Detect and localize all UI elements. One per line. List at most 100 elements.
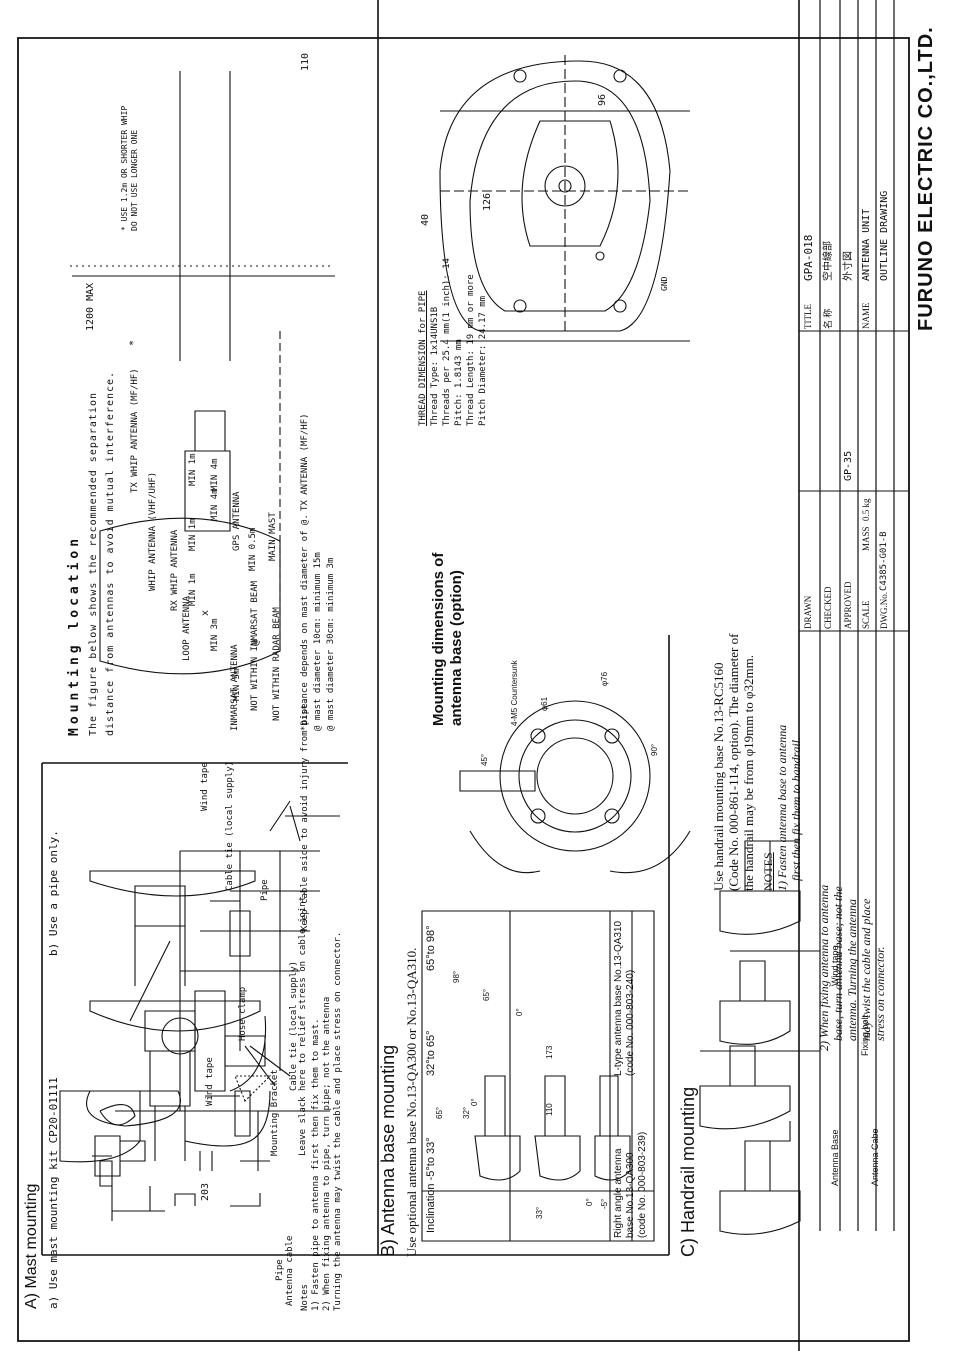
sheet-border: [18, 38, 909, 1341]
base-heading: B) Antenna base mounting: [378, 1044, 398, 1257]
loc-min-4m-a: MIN 4m: [210, 488, 220, 521]
mast-antenna-b: [185, 1091, 270, 1146]
angle-a2: 0°: [585, 1198, 594, 1206]
loc-min-4m-b: MIN 4m: [210, 458, 220, 491]
dims-d76: φ76: [600, 671, 609, 686]
angle-c2: 65°: [482, 988, 491, 1001]
loc-min-1m-b: MIN 1m: [188, 518, 198, 551]
handrail-intro-1: Use handrail mounting base No.13-RC5160: [711, 662, 726, 891]
loc-min-1m-c: MIN 1m: [188, 453, 198, 486]
thread-tpi: Threads per 25.4 mm(1 inch): 14: [442, 258, 452, 426]
handrail-label-wind-tape: Wind tape: [830, 945, 840, 986]
tb-drawn: DRAWN: [803, 595, 813, 629]
loc-min-5m: MIN 5m: [232, 668, 242, 701]
dim-1200: 1200 MAX: [85, 282, 96, 331]
handrail-intro-2: (Code No. 000-861-114, option). The diam…: [726, 633, 741, 891]
base-header-3: 65°to 98°: [425, 925, 437, 972]
loc-rx-whip: RX WHIP ANTENNA: [170, 529, 180, 611]
loc-footnote-3: @ mast diameter 30cm: minimum 3m: [326, 557, 336, 731]
tb-model: GP-35: [843, 450, 854, 481]
angle-b2: 32°: [462, 1106, 471, 1119]
loc-footnote-1: *Distance depends on mast diameter of @.: [300, 514, 310, 731]
angle-c1: 98°: [452, 970, 461, 983]
handrail-note-1: 1) Fasten antenna base to antenna: [775, 724, 789, 891]
tb-mass-label: MASS: [861, 526, 871, 551]
angle-b1: 65°: [435, 1106, 444, 1119]
dims-a90: 90°: [650, 743, 659, 756]
base-plate-drawing: [460, 701, 690, 873]
location-scene: [100, 801, 340, 1125]
mast-notes-title: Notes: [300, 1283, 310, 1311]
handrail-note-7: stress on connector.: [873, 946, 887, 1041]
loc-main-mast: MAIN MAST: [268, 512, 278, 561]
dims-countersunk: 4-M5 Countersunk: [510, 660, 519, 726]
base-header-1: Inclination -5°to 33°: [425, 1137, 437, 1233]
dim-203: 203: [200, 1182, 211, 1201]
dims-heading-1: Mounting dimensions of: [430, 552, 447, 726]
loc-a-mark: @: [250, 639, 261, 646]
outline-whip-note-1: * USE 1.2m OR SHORTER WHIP: [120, 105, 129, 231]
tb-name-label: NAME: [861, 302, 871, 330]
mast-label-bracket: Mounting Bracket: [270, 1069, 280, 1156]
angle-b3: 0°: [470, 1098, 479, 1106]
base-mount-sketches: [475, 1076, 630, 1180]
mast-label-wind-tape: Wind tape: [205, 1057, 215, 1106]
angle-a3: -5°: [600, 1198, 609, 1209]
tb-title: GPA-018: [802, 234, 815, 281]
dim-96: 96: [597, 93, 608, 106]
base-header-2: 32°to 65°: [425, 1030, 437, 1077]
thread-title: THREAD DIMENSION for PIPE: [418, 290, 428, 426]
handrail-label-bolt: Fixing bolt: [860, 1014, 870, 1056]
mast-antenna-a: [60, 1091, 270, 1221]
mast-pipe-only-label: b) Use a pipe only.: [47, 830, 60, 956]
tb-checked: CHECKED: [823, 586, 833, 630]
mast-label-wind-tape-2: Wind tape: [200, 762, 210, 811]
dim-d2: 173: [545, 1045, 554, 1059]
mast-label-hose-clamp: Hose clamp: [238, 986, 248, 1041]
tb-name-jp2: 外寸図: [843, 251, 854, 281]
tb-name: ANTENNA UNIT: [861, 208, 872, 281]
loc-whip-vhf: WHIP ANTENNA (VHF/UHF): [148, 471, 158, 591]
dim-126: 126: [482, 192, 493, 211]
dome-antenna-a: [87, 1091, 181, 1176]
mast-note-2: 2) When fixing antenna to pipe, turn pip…: [322, 996, 332, 1311]
base-intro: Use optional antenna base No.13-QA300 or…: [404, 947, 419, 1257]
tb-name2: OUTLINE DRAWING: [879, 190, 890, 281]
loc-not-radar: NOT WITHIN RADAR BEAM: [272, 607, 282, 721]
mast-label-keep-cable: Keep cable aside to avoid injury from pi…: [300, 698, 310, 931]
location-intro-2: distance from antennas to avoid mutual i…: [105, 370, 116, 736]
loc-min-05m: MIN 0.5m: [248, 527, 258, 571]
loc-footnote-2: @ mast diameter 10cm: minimum 15m: [313, 552, 323, 731]
tb-name-label-jp: 名 称: [823, 308, 833, 329]
mast-note-3: Turning the antenna may twist the cable …: [333, 931, 343, 1311]
base-footer-1-line1: Right angle antenna: [613, 1148, 624, 1238]
mast-kit-label: a) Use mast mounting kit CP20-01111: [47, 1077, 60, 1309]
base-footer-1-line3: (code No. 000-803-239): [637, 1131, 648, 1238]
thread-pitch-diameter: Pitch Diameter: 24.17 mm: [478, 295, 488, 426]
loc-x-mark: x: [200, 609, 211, 616]
handrail-note-2: first then fix them to handrail.: [789, 737, 803, 881]
mast-heading: A) Mast mounting: [23, 1183, 40, 1309]
dim-40: 40: [420, 213, 431, 226]
dome-antenna-c: [90, 871, 255, 1091]
dims-d61: φ61: [540, 696, 549, 711]
tb-scale: SCALE: [861, 600, 871, 629]
title-block-grid: [799, 0, 909, 1231]
angle-c3: 0°: [515, 1008, 524, 1016]
handrail-note-5: antenna. Turning the antenna: [845, 899, 859, 1041]
tb-dwg-no: C4385-G01-B: [879, 531, 889, 591]
dim-d1: 110: [545, 1103, 554, 1116]
mast-note-1: 1) Fasten pipe to antenna first then fix…: [311, 1018, 321, 1311]
dim-110: 110: [300, 52, 311, 71]
tb-title-label: TITLE: [803, 304, 813, 329]
tb-mass: 0.5 kg: [861, 498, 871, 522]
outline-star: *: [128, 339, 139, 346]
thread-pitch: Pitch: 1.8143 mm: [454, 339, 464, 426]
handrail-heading: C) Handrail mounting: [678, 1086, 698, 1257]
loc-tx-whip-top: TX WHIP ANTENNA (MF/HF): [130, 368, 140, 493]
location-heading: Mounting location: [67, 534, 82, 736]
tb-dwg-label: DWG.No.: [879, 592, 889, 629]
